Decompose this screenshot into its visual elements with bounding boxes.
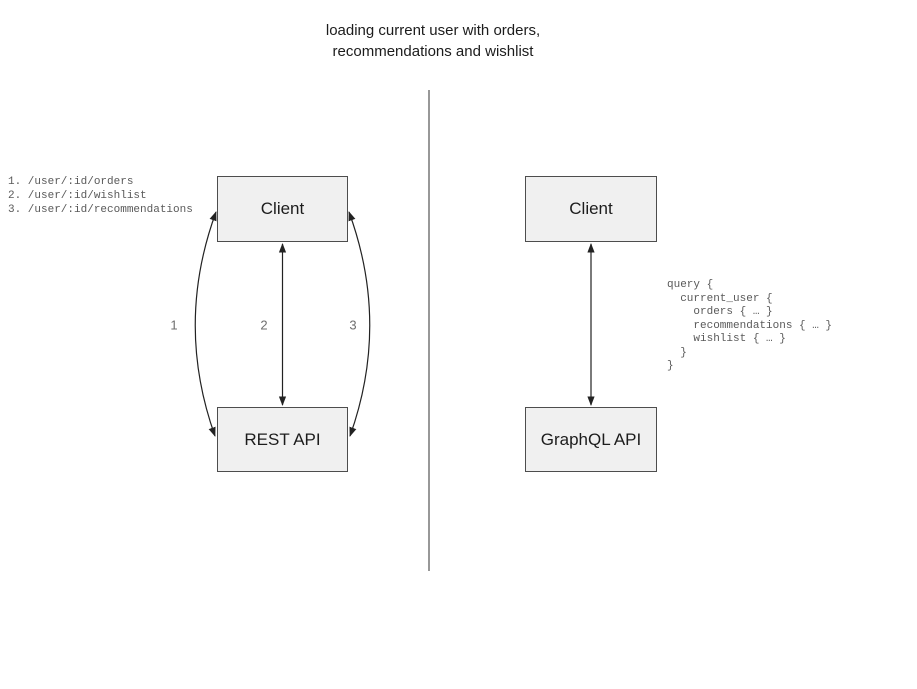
graphql-api-box: GraphQL API: [525, 407, 657, 472]
rest-arrow-label-1: 1: [170, 317, 178, 333]
graphql-client-box: Client: [525, 176, 657, 242]
rest-arrow-label-3: 3: [349, 317, 357, 333]
rest-arrow-3: [348, 211, 371, 437]
rest-api-box: REST API: [217, 407, 348, 472]
rest-arrow-1: [194, 211, 217, 437]
rest-endpoints-list: 1. /user/:id/orders 2. /user/:id/wishlis…: [8, 176, 193, 216]
diagram-title: loading current user with orders, recomm…: [325, 22, 541, 60]
rest-arrow-label-2: 2: [260, 317, 268, 333]
rest-client-box: Client: [217, 176, 348, 242]
graphql-query-snippet: query { current_user { orders { … } reco…: [667, 279, 833, 372]
